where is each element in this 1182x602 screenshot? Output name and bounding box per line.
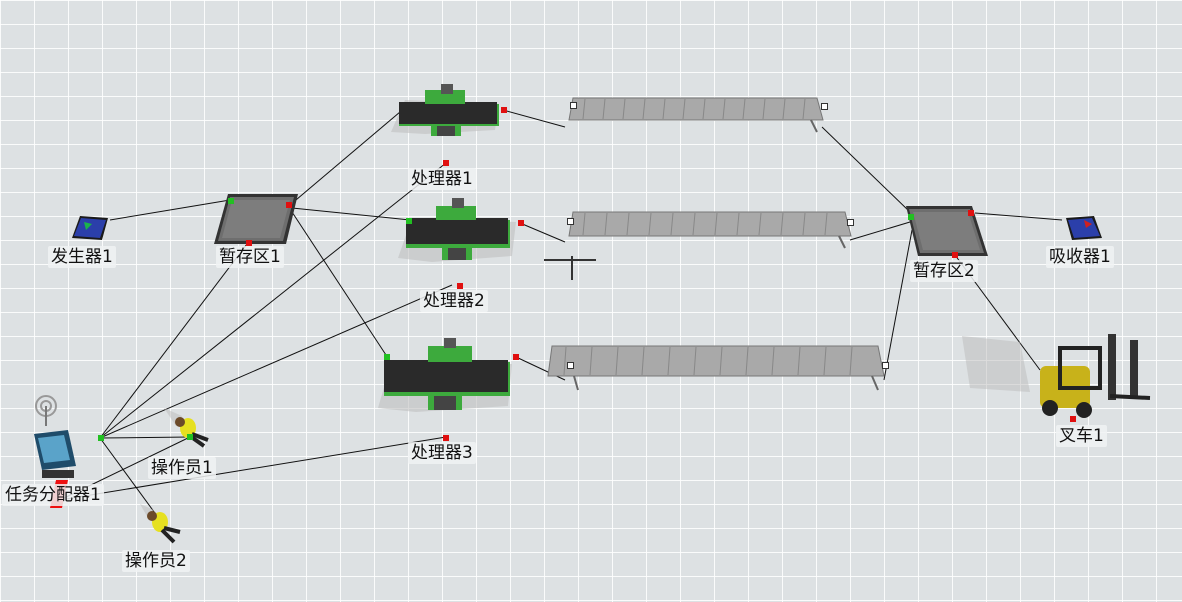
processor3-center-port <box>443 435 449 441</box>
conveyor-icon[interactable] <box>565 210 855 252</box>
conveyor-icon[interactable] <box>565 96 827 136</box>
queue2-output-port <box>968 210 974 216</box>
conveyor2-output-port <box>847 219 854 226</box>
forklift-icon[interactable] <box>960 332 1154 424</box>
operator2-label: 操作员2 <box>122 550 190 572</box>
queue2-center-port <box>952 252 958 258</box>
processor2-output-port <box>518 220 524 226</box>
queue1-center-port <box>246 240 252 246</box>
processor3-label: 处理器3 <box>408 442 476 464</box>
sink-icon[interactable] <box>1062 214 1106 244</box>
queue1-input-port <box>228 198 234 204</box>
conveyor1-output-port <box>821 103 828 110</box>
processor3-input-port <box>384 354 390 360</box>
processor2-label: 处理器2 <box>420 290 488 312</box>
queue2-label: 暂存区2 <box>910 260 978 282</box>
processor1-center-port <box>443 160 449 166</box>
operator1-label: 操作员1 <box>148 457 216 479</box>
processor-icon[interactable] <box>385 82 505 142</box>
processor1-output-port <box>501 107 507 113</box>
processor-icon[interactable] <box>392 196 520 268</box>
processor-icon[interactable] <box>372 334 516 420</box>
processor2-center-port <box>457 283 463 289</box>
sink-label: 吸收器1 <box>1046 246 1114 268</box>
queue1-label: 暂存区1 <box>216 246 284 268</box>
conveyor-icon[interactable] <box>544 344 890 394</box>
queue1-output-port <box>286 202 292 208</box>
operator1-port <box>187 434 193 440</box>
processor3-output-port <box>513 354 519 360</box>
conveyor3-input-port <box>567 362 574 369</box>
operator-icon[interactable] <box>162 406 212 450</box>
forklift-port <box>1070 416 1076 422</box>
conveyor1-input-port <box>570 102 577 109</box>
processor2-input-port <box>406 218 412 224</box>
conveyor3-output-port <box>882 362 889 369</box>
crosshair-cursor-icon <box>544 256 596 280</box>
dispatcher-label: 任务分配器1 <box>2 484 104 506</box>
operator-icon[interactable] <box>138 502 188 546</box>
queue-icon[interactable] <box>210 192 300 248</box>
forklift-label: 叉车1 <box>1056 425 1107 447</box>
processor1-label: 处理器1 <box>408 168 476 190</box>
source-label: 发生器1 <box>48 246 116 268</box>
conveyor2-input-port <box>567 218 574 225</box>
queue2-input-port <box>908 214 914 220</box>
source-icon[interactable] <box>68 214 112 244</box>
queue-icon[interactable] <box>904 204 990 260</box>
dispatcher-output-port <box>98 435 104 441</box>
